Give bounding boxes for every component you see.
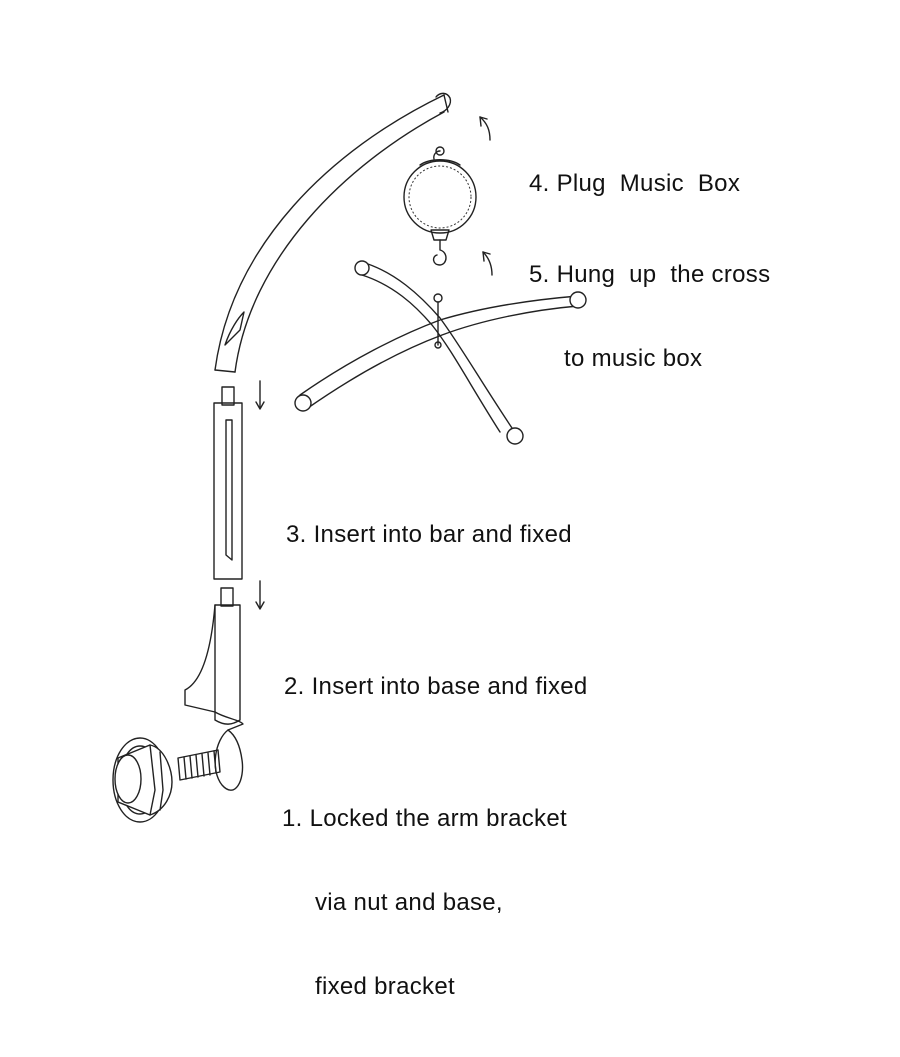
base-mount: [184, 587, 244, 791]
middle-bar: [213, 386, 243, 580]
step-1-label: 1. Locked the arm bracket via nut and ba…: [282, 749, 567, 1057]
arrow-down-step3-icon: [255, 380, 265, 410]
step-5-line-2: to music box: [564, 345, 703, 372]
step-2-label: 2. Insert into base and fixed: [284, 617, 588, 757]
curved-arm: [214, 92, 452, 373]
step-1-line-3: fixed bracket: [315, 973, 455, 1000]
knob: [112, 737, 173, 823]
step-5-line-1: 5. Hung up the cross: [529, 261, 771, 288]
step-4-label: 4. Plug Music Box: [529, 114, 740, 254]
step-2-line-1: 2. Insert into base and fixed: [284, 673, 588, 700]
assembly-illustration: [112, 92, 587, 823]
step-3-label: 3. Insert into bar and fixed: [286, 465, 572, 605]
step-4-line-1: 4. Plug Music Box: [529, 170, 741, 197]
music-box: [403, 146, 477, 266]
screw: [177, 749, 221, 781]
cross-arms: [294, 260, 587, 445]
step-3-line-1: 3. Insert into bar and fixed: [286, 521, 572, 548]
arrow-step5-icon: [482, 251, 493, 276]
assembly-diagram: 4. Plug Music Box 5. Hung up the cross t…: [112, 92, 770, 1000]
step-1-line-1: 1. Locked the arm bracket: [282, 805, 567, 832]
arrow-step4-icon: [479, 116, 491, 141]
step-5-label: 5. Hung up the cross to music box: [529, 205, 770, 429]
arrow-down-step2-icon: [255, 580, 265, 610]
step-1-line-2: via nut and base,: [315, 889, 503, 916]
